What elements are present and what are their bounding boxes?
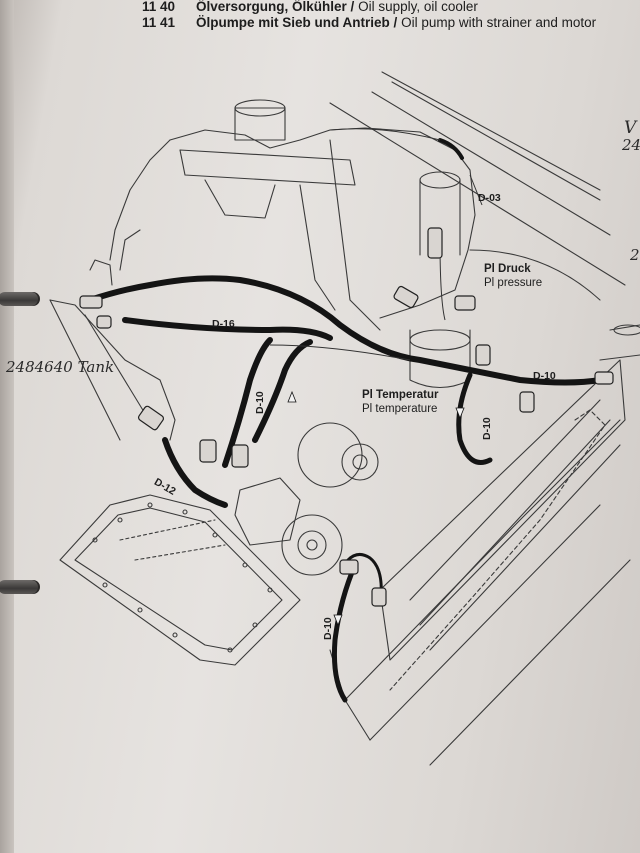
pl-temperature-text: Pl temperature xyxy=(362,403,438,415)
oil-pan-inner xyxy=(74,507,283,651)
title-en: Oil pump with strainer and motor xyxy=(401,15,597,30)
label-d10-lower: D-10 xyxy=(322,617,334,640)
label-d10-left: D-10 xyxy=(254,391,266,414)
chassis-rail-line xyxy=(381,71,601,191)
fitting xyxy=(137,405,165,431)
oil-pan xyxy=(59,494,301,666)
cooler-lower-edge xyxy=(369,504,601,741)
fitting xyxy=(231,444,249,468)
title-separator: / xyxy=(350,0,355,14)
pl-temperatur-text: Pl Temperatur xyxy=(362,389,439,401)
header-line-2: 11 41 Ölpumpe mit Sieb und Antrieb / Oil … xyxy=(142,15,596,30)
hose-fitting-lower xyxy=(346,553,383,607)
pump-pulley-upper xyxy=(297,422,363,488)
engine-outline xyxy=(169,127,476,319)
oil-filler-top xyxy=(234,99,286,117)
fitting xyxy=(79,295,103,309)
chassis-rail-line xyxy=(391,81,601,201)
engine-outline xyxy=(109,139,171,261)
label-d10-right: D-10 xyxy=(533,370,556,382)
internal-oil-passage xyxy=(389,409,606,691)
chassis-curve xyxy=(469,249,601,301)
cooler-lower-edge xyxy=(344,419,621,701)
fitting xyxy=(339,559,359,575)
section-number: 11 41 xyxy=(142,15,176,30)
fitting xyxy=(427,227,443,259)
fitting xyxy=(199,439,217,463)
fitting xyxy=(454,295,476,311)
engine-bracket xyxy=(204,179,276,219)
section-number: 11 40 xyxy=(142,0,176,14)
hose-d10-lower xyxy=(332,562,358,703)
oil-cooler-frame xyxy=(379,359,626,661)
hose-d16 xyxy=(122,317,333,341)
hose-d12 xyxy=(162,437,228,508)
engine-edge xyxy=(299,184,336,311)
label-d10-mid: D-10 xyxy=(481,417,493,440)
title-de: Ölversorgung, Ölkühler xyxy=(196,0,347,14)
pan-oil-passage xyxy=(119,519,226,561)
hose-d10-vertical-2 xyxy=(252,339,313,443)
binder-edge xyxy=(0,0,14,853)
oil-filler-cap xyxy=(234,107,286,141)
right-pump-edge xyxy=(599,324,640,361)
label-pl-temperature: Pl Temperatur Pl temperature xyxy=(362,388,438,416)
flow-arrows xyxy=(287,390,465,627)
label-pl-pressure: Pl Druck Pl pressure xyxy=(484,262,542,290)
hose-group xyxy=(87,138,603,703)
engine-lower-face xyxy=(49,299,176,441)
engine-detail xyxy=(89,259,113,286)
oil-tank-side xyxy=(419,179,461,256)
pump-pulley-lower xyxy=(281,514,343,576)
hose-d10-vertical xyxy=(222,337,273,468)
pl-pressure-text: Pl pressure xyxy=(484,277,543,289)
fitting xyxy=(519,391,535,413)
fitting xyxy=(393,285,419,309)
fitting xyxy=(475,344,491,366)
label-d16: D-16 xyxy=(212,318,235,330)
header-line-1: 11 40 Ölversorgung, Ölkühler / Oil supply… xyxy=(142,0,478,14)
hose-d03 xyxy=(438,138,464,160)
thin-lines xyxy=(269,128,483,361)
title-separator: / xyxy=(393,15,398,30)
filter-cap xyxy=(409,329,471,351)
chassis-rail-line xyxy=(371,91,611,236)
label-d03: D-03 xyxy=(478,192,501,204)
handwritten-margin-note: V xyxy=(624,118,637,138)
cooler-lower-edge xyxy=(429,559,631,766)
engine-lower-face xyxy=(49,299,121,441)
fitting xyxy=(371,587,387,607)
oil-pump-body xyxy=(234,477,301,546)
title-de: Ölpumpe mit Sieb und Antrieb xyxy=(196,15,390,30)
hose-d10-right xyxy=(456,372,493,465)
engine-detail xyxy=(119,229,141,271)
handwritten-tank-note: 2484640 Tank xyxy=(6,358,115,376)
handwritten-margin-note: 24 xyxy=(622,136,640,154)
title-en: Oil supply, oil cooler xyxy=(358,0,478,14)
binder-ring xyxy=(0,580,38,594)
hose-d10-main xyxy=(87,275,603,386)
binder-ring xyxy=(0,292,38,306)
fitting xyxy=(594,371,614,385)
pl-druck-text: Pl Druck xyxy=(484,263,531,275)
fitting xyxy=(96,315,112,329)
intake-tube xyxy=(179,149,356,186)
handwritten-margin-note: 2 xyxy=(630,246,640,264)
engine-edge xyxy=(329,139,381,331)
